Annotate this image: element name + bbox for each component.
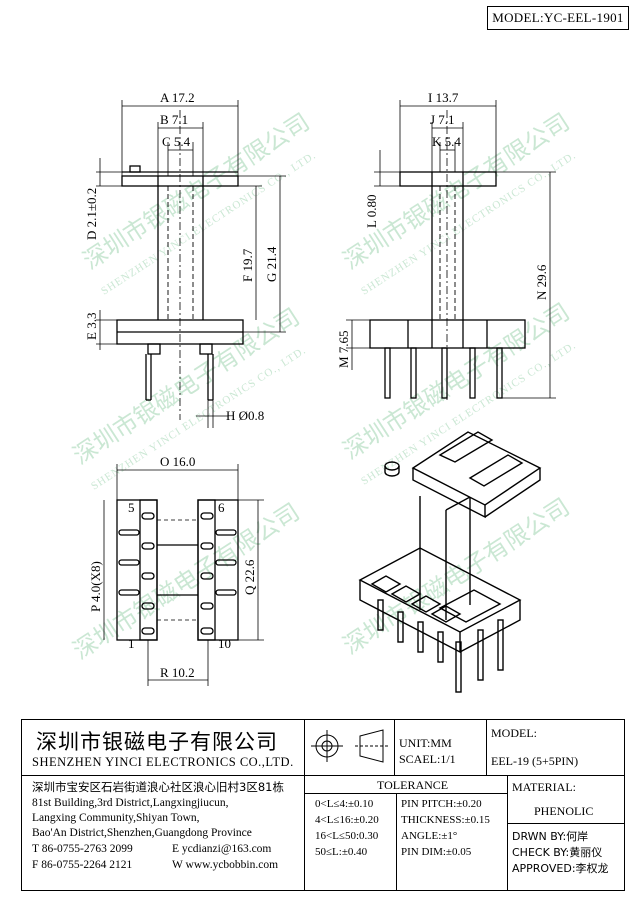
address-en-1: 81st Building,3rd District,Langxingjiucu… — [32, 797, 229, 809]
scale-text: SCAEL:1/1 — [399, 752, 456, 766]
iso-pins — [377, 599, 504, 693]
email-text: E ycdianzi@163.com — [172, 843, 272, 855]
dim-I: I 13.7 — [428, 90, 459, 105]
material-value: PHENOLIC — [534, 804, 594, 818]
check-by: CHECK BY:黄丽仪 — [512, 846, 603, 859]
address-en-3: Bao'An District,Shenzhen,Guangdong Provi… — [32, 827, 252, 839]
tolerance-title: TOLERANCE — [377, 778, 449, 792]
pin-tolerance-1: PIN PITCH:±0.20 — [401, 798, 482, 810]
unit-text: UNIT:MM — [399, 736, 452, 750]
address-cn: 深圳市宝安区石岩街道浪心社区浪心旧村3区81栋 — [32, 780, 284, 794]
model-cell: MODEL: EEL-19 (5+5PIN) — [487, 720, 624, 776]
dim-N: N 29.6 — [534, 264, 549, 300]
address-cell: 深圳市宝安区石岩街道浪心社区浪心旧村3区81栋 81st Building,3r… — [22, 776, 305, 890]
bottom-view: O 16.0 — [88, 454, 264, 686]
watermark-cn-1: 深圳市银磁电子有限公司 — [78, 108, 315, 275]
watermark-cn-5: 深圳市银磁电子有限公司 — [68, 498, 305, 665]
unit-scale-cell: UNIT:MM SCAEL:1/1 — [395, 720, 487, 776]
front-view: A 17.2 B 7.1 C 5.4 D 2.1±0.2 E 3.3 F — [84, 90, 286, 428]
pin-10: 10 — [218, 636, 231, 651]
dim-J: J 7.1 — [430, 112, 455, 127]
technical-drawing: 深圳市银磁电子有限公司 SHENZHEN YINCI ELECTRONICS C… — [68, 90, 578, 693]
approved-by: APPROVED:李权龙 — [512, 862, 609, 875]
projection-symbol-cell — [305, 720, 395, 776]
dim-H: H Ø0.8 — [226, 408, 264, 423]
side-pins — [384, 347, 503, 399]
tolerance-3: 16<L≤50:0.30 — [315, 830, 379, 842]
dim-L: L 0.80 — [364, 195, 379, 228]
projection-symbol-icon — [311, 729, 389, 763]
pin-6: 6 — [218, 500, 225, 515]
pin-tolerance-3: ANGLE:±1° — [401, 830, 458, 842]
isometric-view — [358, 431, 542, 693]
material-cell: MATERIAL: PHENOLIC — [508, 776, 624, 824]
tolerance-2: 4<L≤16:±0.20 — [315, 814, 379, 826]
dim-D: D 2.1±0.2 — [84, 188, 99, 240]
drawn-by: DRWN BY:何岸 — [512, 830, 589, 843]
tolerance-4: 50≤L:±0.40 — [315, 846, 368, 858]
address-en-2: Langxing Community,Shiyan Town, — [32, 812, 200, 824]
signatures-cell: DRWN BY:何岸 CHECK BY:黄丽仪 APPROVED:李权龙 — [508, 824, 624, 890]
dim-C: C 5.4 — [162, 134, 191, 149]
dim-P: P 4.0(X8) — [88, 561, 103, 612]
dim-O: O 16.0 — [160, 454, 195, 469]
dim-R: R 10.2 — [160, 665, 195, 680]
tolerance-ranges: 0<L≤4:±0.10 4<L≤16:±0.20 16<L≤50:0.30 50… — [305, 794, 397, 890]
tel-text: T 86-0755-2763 2099 — [32, 843, 133, 855]
fax-text: F 86-0755-2264 2121 — [32, 859, 133, 871]
watermark-cn-6: 深圳市银磁电子有限公司 — [338, 493, 575, 660]
dim-M: M 7.65 — [336, 330, 351, 368]
tolerance-1: 0<L≤4:±0.10 — [315, 798, 374, 810]
watermark-cn-3: 深圳市银磁电子有限公司 — [68, 303, 305, 470]
dim-E: E 3.3 — [84, 313, 99, 340]
model-header: MODEL:YC-EEL-1901 — [487, 6, 629, 30]
dim-F: F 19.7 — [240, 248, 255, 282]
dim-Q: Q 22.6 — [242, 559, 257, 595]
company-cell: 深圳市银磁电子有限公司 SHENZHEN YINCI ELECTRONICS C… — [22, 720, 305, 776]
web-text: W www.ycbobbin.com — [172, 859, 279, 871]
pin-tolerance-4: PIN DIM:±0.05 — [401, 846, 472, 858]
dim-K: K 5.4 — [432, 134, 461, 149]
company-name-cn: 深圳市银磁电子有限公司 — [36, 730, 278, 754]
model-value: EEL-19 (5+5PIN) — [491, 754, 579, 768]
tolerance-header: TOLERANCE — [305, 776, 508, 794]
pin-1: 1 — [128, 636, 135, 651]
side-view: I 13.7 J 7.1 K 5.4 L 0.80 M 7.65 — [336, 90, 556, 400]
bottom-pin-slots — [118, 512, 237, 635]
company-name-en: SHENZHEN YINCI ELECTRONICS CO.,LTD. — [32, 755, 294, 769]
dim-B: B 7.1 — [160, 112, 188, 127]
dim-G: G 21.4 — [264, 246, 279, 282]
model-label: MODEL: — [491, 726, 537, 740]
dim-A: A 17.2 — [160, 90, 195, 105]
watermark-cn-2: 深圳市银磁电子有限公司 — [338, 108, 575, 275]
pin-tolerance-2: THICKNESS:±0.15 — [401, 814, 490, 826]
pin-5: 5 — [128, 500, 135, 515]
pin-tolerances: PIN PITCH:±0.20 THICKNESS:±0.15 ANGLE:±1… — [397, 794, 508, 890]
title-block: 深圳市银磁电子有限公司 SHENZHEN YINCI ELECTRONICS C… — [21, 719, 625, 891]
material-label: MATERIAL: — [512, 780, 576, 794]
